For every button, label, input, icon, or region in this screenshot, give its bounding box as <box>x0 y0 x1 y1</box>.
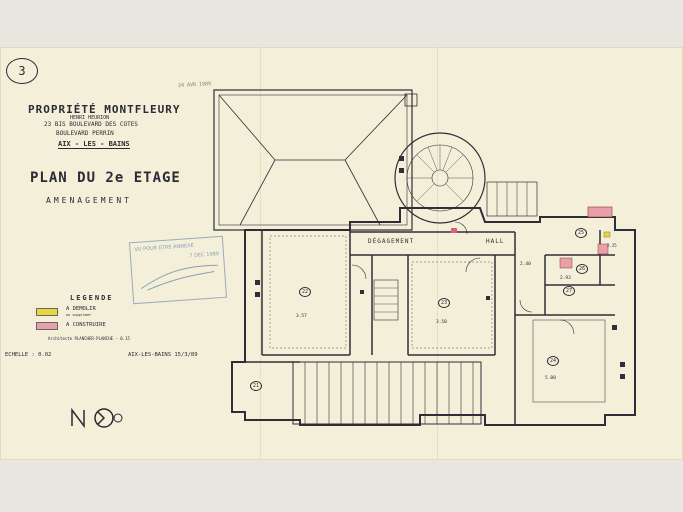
room-number-22: 22 <box>299 287 312 297</box>
legend-heading: LEGENDE <box>70 294 114 302</box>
stamp-signature-icon <box>140 264 218 291</box>
plan-title: PLAN DU 2e ETAGE <box>30 170 181 186</box>
dimension-2: 3.50 <box>436 320 447 325</box>
spiral-staircase <box>394 132 486 224</box>
dimension-6: 2.25 <box>607 243 617 248</box>
approval-stamp: VU POUR ETRE ANNEXE 7 DEC 1989 <box>128 235 228 305</box>
room-number-21: 21 <box>250 381 263 391</box>
construct-marker-3 <box>597 243 609 255</box>
owner-title: PROPRIÉTÉ MONTFLEURY <box>28 103 181 116</box>
signature-line: AIX-LES-BAINS 15/3/89 <box>128 352 198 358</box>
sheet-number: 3 <box>18 64 26 78</box>
demolish-marker-1 <box>603 231 611 238</box>
label-degagement: DÉGAGEMENT <box>368 238 415 245</box>
north-arrow-icon <box>71 407 123 429</box>
title-city: AIX - LES - BAINS <box>58 140 130 149</box>
construct-marker-2 <box>559 257 573 269</box>
legend-label-demolish: A DEMOLIR <box>66 306 96 312</box>
door-red-marker <box>451 228 457 233</box>
drawing-sheet <box>0 47 683 460</box>
plan-subtitle: AMENAGEMENT <box>46 196 132 205</box>
scale-text: ECHELLE : 0.02 <box>5 352 52 358</box>
room-number-23: 23 <box>438 298 451 308</box>
dimension-3: 5.00 <box>545 376 556 381</box>
small-note: Architecte PLANCHER-PLANCHE - 0.15 <box>48 336 130 341</box>
dimension-1: 3.57 <box>296 314 307 319</box>
room-number-26: 26 <box>576 264 589 274</box>
title-line-3: BOULEVARD PERRIN <box>56 130 114 137</box>
dimension-5: 2.93 <box>560 276 571 281</box>
sheet-number-badge: 3 <box>6 58 38 84</box>
terrace <box>292 361 482 425</box>
building-outline <box>231 207 636 426</box>
room-number-24: 24 <box>547 356 560 366</box>
label-hall: HALL <box>486 238 505 245</box>
roof-ridge <box>218 94 408 226</box>
room-number-25: 25 <box>575 228 588 238</box>
dimension-4: 2.40 <box>520 262 531 267</box>
legend-swatch-demolish <box>36 308 58 316</box>
legend-label-construct: A CONSTRUIRE <box>66 322 106 328</box>
room-number-27: 27 <box>563 286 576 296</box>
construct-marker-1 <box>587 206 613 218</box>
legend-sub-demolish: ou supprimer <box>66 313 92 317</box>
title-line-1: HENRI HEURION <box>70 115 110 121</box>
legend-swatch-construct <box>36 322 58 330</box>
title-line-2: 23 BIS BOULEVARD DES COTES <box>44 121 138 128</box>
